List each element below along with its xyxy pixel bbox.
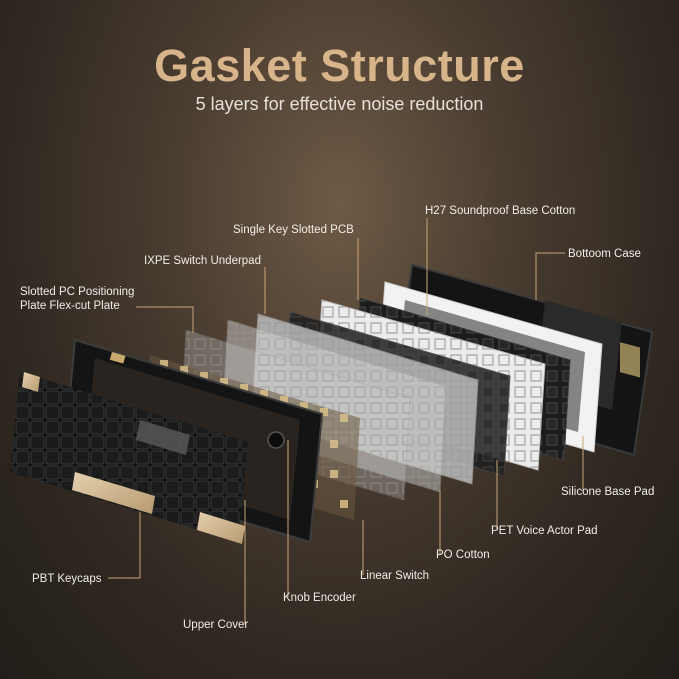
- label-knob-encoder: Knob Encoder: [283, 592, 356, 604]
- page-subtitle: 5 layers for effective noise reduction: [195, 94, 484, 114]
- page-title: Gasket Structure: [154, 40, 525, 91]
- label-ixpe-underpad: IXPE Switch Underpad: [144, 255, 261, 267]
- label-h27-cotton: H27 Soundproof Base Cotton: [425, 205, 576, 217]
- label-silicone-pad: Silicone Base Pad: [561, 486, 655, 498]
- label-linear-switch: Linear Switch: [360, 570, 430, 582]
- keycaps-layer: [10, 372, 248, 544]
- label-plate-line1: Slotted PC Positioning: [20, 286, 135, 298]
- label-keycaps: PBT Keycaps: [32, 573, 102, 585]
- label-po-cotton: PO Cotton: [436, 549, 490, 561]
- label-plate-line2: Plate Flex-cut Plate: [20, 300, 120, 312]
- label-pet-pad: PET Voice Actor Pad: [491, 525, 598, 537]
- label-upper-cover: Upper Cover: [183, 619, 249, 631]
- leader-lines: [108, 218, 584, 624]
- label-bottom-case: Bottoom Case: [568, 248, 641, 260]
- label-slotted-pcb: Single Key Slotted PCB: [233, 224, 354, 236]
